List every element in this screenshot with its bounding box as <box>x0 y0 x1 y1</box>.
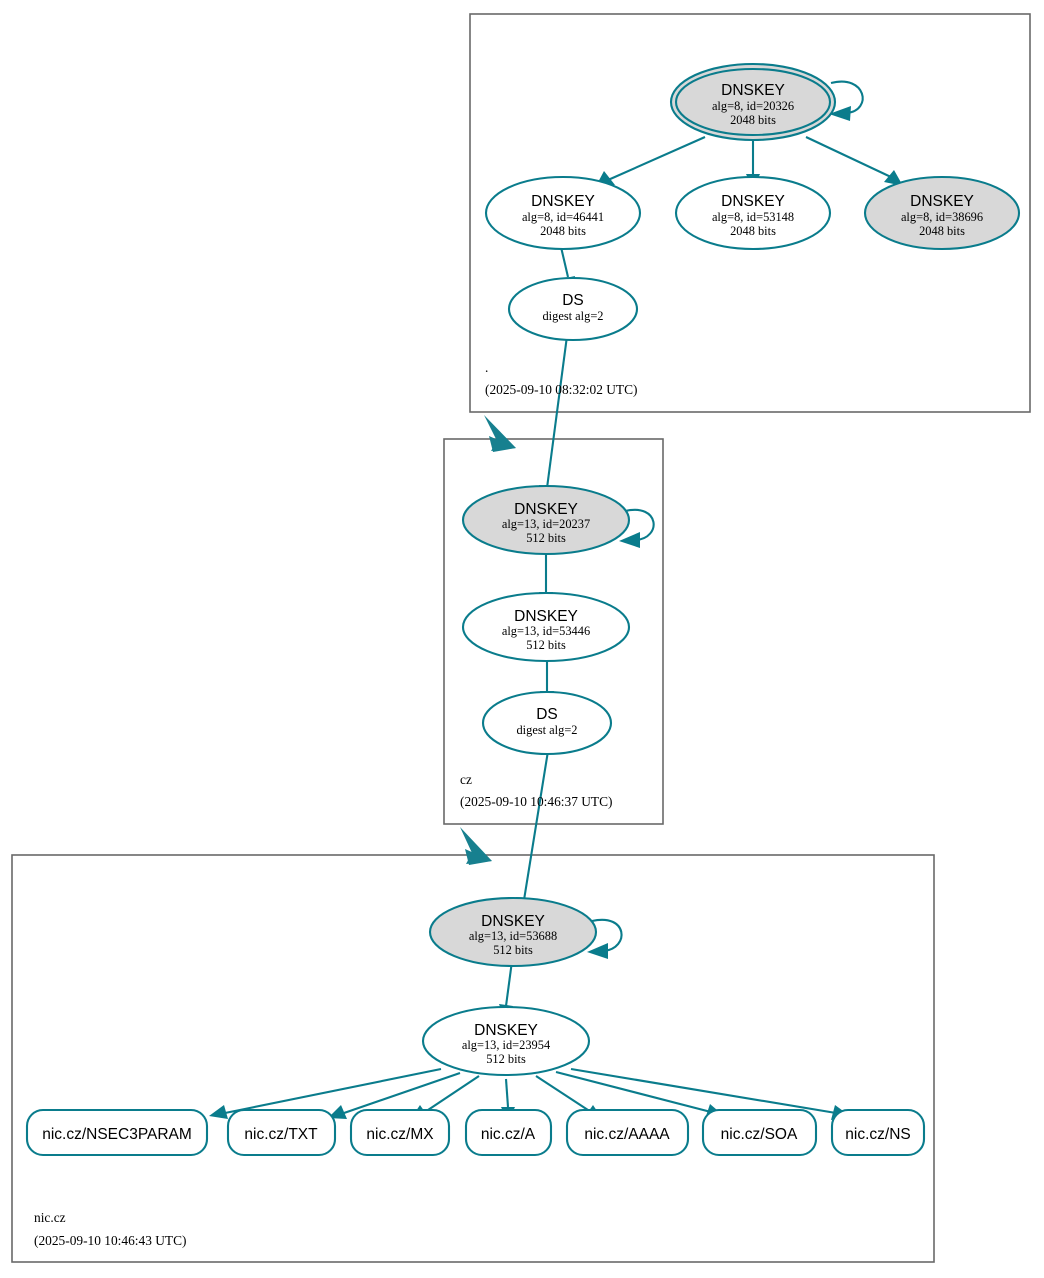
node-line3: 2048 bits <box>730 113 776 127</box>
node-line3: 2048 bits <box>540 224 586 238</box>
node-dnskey-root-zsk-53148[interactable]: DNSKEY alg=8, id=53148 2048 bits <box>674 175 832 251</box>
rrset-label: nic.cz/MX <box>366 1126 434 1143</box>
node-title: DNSKEY <box>514 501 578 518</box>
zone-label-nic-cz: nic.cz <box>34 1210 66 1225</box>
zone-timestamp-root: (2025-09-10 08:32:02 UTC) <box>485 382 638 397</box>
node-line2: alg=13, id=53446 <box>502 624 590 638</box>
rrset-label: nic.cz/NSEC3PARAM <box>42 1126 192 1143</box>
trust-anchor-inner-ring <box>674 67 832 137</box>
node-title: DNSKEY <box>531 193 595 210</box>
node-line2: digest alg=2 <box>542 309 603 323</box>
zone-label-root: . <box>485 360 488 375</box>
edge-sign-root-ksk-to-ksk-38696 <box>805 136 903 186</box>
edge-self-sign-niccz-ksk-53688 <box>587 918 623 959</box>
node-line2: alg=13, id=20237 <box>502 517 590 531</box>
edge-self-sign-cz-ksk-20237 <box>619 508 655 548</box>
node-line2: alg=13, id=53688 <box>469 929 557 943</box>
node-line2: alg=13, id=23954 <box>462 1038 550 1052</box>
rrset-node-ns[interactable]: nic.cz/NS <box>830 1108 926 1157</box>
node-line3: 2048 bits <box>919 224 965 238</box>
node-title: DNSKEY <box>514 608 578 625</box>
node-title: DNSKEY <box>474 1022 538 1039</box>
rrset-node-soa[interactable]: nic.cz/SOA <box>701 1108 818 1157</box>
node-title: DNSKEY <box>721 82 785 99</box>
rrset-label: nic.cz/NS <box>845 1126 910 1143</box>
rrset-label: nic.cz/A <box>481 1126 536 1143</box>
node-title: DS <box>536 706 558 723</box>
rrset-label: nic.cz/TXT <box>244 1126 318 1143</box>
rrset-node-aaaa[interactable]: nic.cz/AAAA <box>565 1108 690 1157</box>
edge-sign-niccz-zsk-to-txt <box>328 1072 461 1119</box>
node-line3: 512 bits <box>486 1052 526 1066</box>
zone-timestamp-cz: (2025-09-10 10:46:37 UTC) <box>460 794 613 809</box>
node-line2: alg=8, id=46441 <box>522 210 604 224</box>
rrset-node-txt[interactable]: nic.cz/TXT <box>226 1108 337 1157</box>
node-dnskey-root-ksk-20326[interactable]: DNSKEY alg=8, id=20326 2048 bits <box>669 62 837 142</box>
zone-timestamp-nic-cz: (2025-09-10 10:46:43 UTC) <box>34 1233 187 1248</box>
node-line2: alg=8, id=53148 <box>712 210 794 224</box>
node-line2: digest alg=2 <box>516 723 577 737</box>
node-line3: 2048 bits <box>730 224 776 238</box>
edge-sign-niccz-zsk-to-nsec3param <box>209 1067 442 1119</box>
node-dnskey-niccz-zsk-23954[interactable]: DNSKEY alg=13, id=23954 512 bits <box>421 1005 591 1077</box>
node-dnskey-root-zsk-46441[interactable]: DNSKEY alg=8, id=46441 2048 bits <box>484 175 642 251</box>
node-ds-root-for-cz[interactable]: DS digest alg=2 <box>507 276 639 342</box>
node-dnskey-root-ksk-38696[interactable]: DNSKEY alg=8, id=38696 2048 bits <box>863 175 1021 251</box>
node-ds-cz-for-niccz[interactable]: DS digest alg=2 <box>481 690 613 756</box>
edge-self-sign-root-ksk-20326 <box>829 80 864 121</box>
node-title: DNSKEY <box>481 913 545 930</box>
zone-label-cz: cz <box>460 772 472 787</box>
node-line3: 512 bits <box>526 638 566 652</box>
rrset-label: nic.cz/AAAA <box>584 1126 670 1143</box>
edge-delegation-cz-to-niccz <box>460 827 492 865</box>
rrset-node-nsec3param[interactable]: nic.cz/NSEC3PARAM <box>25 1108 209 1157</box>
rrset-node-a[interactable]: nic.cz/A <box>464 1108 553 1157</box>
node-line2: alg=8, id=20326 <box>712 99 794 113</box>
rrset-label: nic.cz/SOA <box>721 1126 798 1143</box>
node-dnskey-niccz-ksk-53688[interactable]: DNSKEY alg=13, id=53688 512 bits <box>428 896 598 968</box>
node-title: DNSKEY <box>721 193 785 210</box>
node-dnskey-cz-zsk-53446[interactable]: DNSKEY alg=13, id=53446 512 bits <box>461 591 631 663</box>
node-title: DS <box>562 292 584 309</box>
node-line3: 512 bits <box>493 943 533 957</box>
node-line2: alg=8, id=38696 <box>901 210 983 224</box>
node-line3: 512 bits <box>526 531 566 545</box>
node-title: DNSKEY <box>910 193 974 210</box>
rrset-node-mx[interactable]: nic.cz/MX <box>349 1108 451 1157</box>
node-dnskey-cz-ksk-20237[interactable]: DNSKEY alg=13, id=20237 512 bits <box>461 484 631 556</box>
edge-delegation-root-to-cz <box>484 415 516 452</box>
